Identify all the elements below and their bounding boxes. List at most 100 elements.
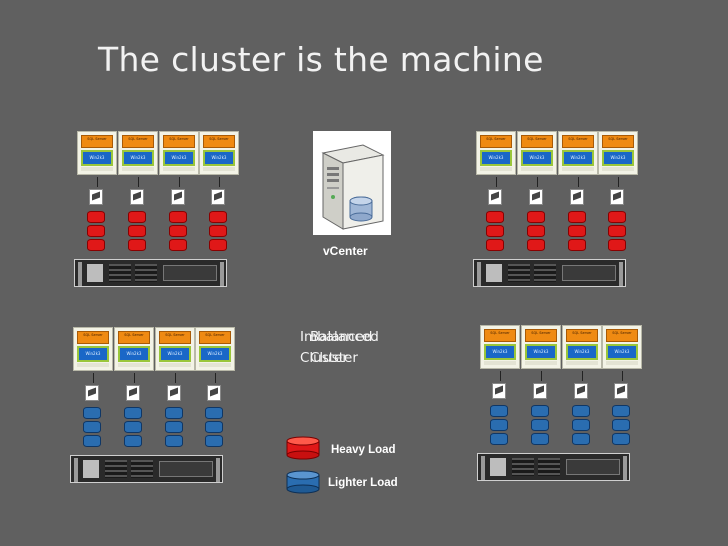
storage-disk-icon bbox=[87, 211, 105, 223]
rack-handle bbox=[623, 456, 627, 480]
heavy-load-label: Heavy Load bbox=[331, 444, 396, 456]
rack-handle bbox=[619, 262, 623, 286]
vm-slot bbox=[602, 167, 634, 171]
rack-part bbox=[490, 458, 506, 476]
vm-os-label: SQL Server bbox=[602, 135, 634, 148]
connector-line bbox=[93, 373, 94, 383]
vm-app-label: Win2k3 bbox=[159, 346, 191, 362]
vm-app-label: Win2k3 bbox=[81, 150, 113, 166]
storage-disk-icon bbox=[83, 407, 101, 419]
vm-os-label: SQL Server bbox=[81, 135, 113, 148]
vm-slot bbox=[480, 167, 512, 171]
rack-part bbox=[74, 458, 78, 482]
rack-part bbox=[534, 264, 556, 282]
rack-part bbox=[83, 460, 99, 478]
rack-part bbox=[109, 264, 131, 282]
vmdk-file-icon bbox=[574, 383, 588, 399]
storage-disk-icon bbox=[83, 435, 101, 447]
vmdk-file-icon bbox=[130, 189, 144, 205]
storage-disk-icon bbox=[568, 239, 586, 251]
storage-disk-icon bbox=[486, 225, 504, 237]
rack-part bbox=[135, 264, 157, 282]
lighter-load-label: Lighter Load bbox=[328, 477, 398, 489]
vm-app-label: Win2k3 bbox=[163, 150, 195, 166]
vm-os-label: SQL Server bbox=[77, 331, 109, 344]
vm-slot bbox=[199, 363, 231, 367]
vmdk-file-icon bbox=[126, 385, 140, 401]
rack-part bbox=[477, 262, 481, 286]
vmdk-file-icon bbox=[492, 383, 506, 399]
connector-line bbox=[537, 177, 538, 187]
storage-disk-icon bbox=[612, 419, 630, 431]
vm-app-label: Win2k3 bbox=[199, 346, 231, 362]
storage-disk-icon bbox=[608, 225, 626, 237]
storage-disk-icon bbox=[568, 225, 586, 237]
storage-disk-icon bbox=[205, 407, 223, 419]
storage-disk-icon bbox=[531, 433, 549, 445]
connector-line bbox=[622, 371, 623, 381]
vmdk-file-icon bbox=[533, 383, 547, 399]
vm-app-label: Win2k3 bbox=[484, 344, 516, 360]
connector-line bbox=[219, 177, 220, 187]
vm-slot bbox=[81, 167, 113, 171]
vm-app-label: Win2k3 bbox=[602, 150, 634, 166]
vm-os-label: SQL Server bbox=[521, 135, 553, 148]
storage-disk-icon bbox=[486, 239, 504, 251]
vm-slot bbox=[122, 167, 154, 171]
vm-slot bbox=[159, 363, 191, 367]
vm-app-label: Win2k3 bbox=[521, 150, 553, 166]
vm-slot bbox=[163, 167, 195, 171]
vmdk-file-icon bbox=[610, 189, 624, 205]
rack-part bbox=[508, 264, 530, 282]
vm-slot bbox=[562, 167, 594, 171]
connector-line bbox=[618, 177, 619, 187]
vm-os-label: SQL Server bbox=[163, 135, 195, 148]
storage-disk-icon bbox=[608, 239, 626, 251]
rack-panel bbox=[566, 459, 620, 475]
vm-os-label: SQL Server bbox=[122, 135, 154, 148]
vcenter-label: vCenter bbox=[323, 244, 368, 258]
storage-disk-icon bbox=[490, 405, 508, 417]
connector-line bbox=[138, 177, 139, 187]
vm-os-label: SQL Server bbox=[566, 329, 598, 342]
storage-disk-icon bbox=[486, 211, 504, 223]
storage-disk-icon bbox=[527, 225, 545, 237]
vm-os-label: SQL Server bbox=[606, 329, 638, 342]
vm-os-label: SQL Server bbox=[484, 329, 516, 342]
heavy-load-swatch bbox=[286, 436, 320, 460]
vm-app-label: Win2k3 bbox=[606, 344, 638, 360]
rack-part bbox=[87, 264, 103, 282]
vm-os-label: SQL Server bbox=[199, 331, 231, 344]
storage-disk-icon bbox=[572, 433, 590, 445]
vm-slot bbox=[606, 361, 638, 365]
connector-line bbox=[496, 177, 497, 187]
vm-slot bbox=[118, 363, 150, 367]
connector-line bbox=[578, 177, 579, 187]
rack-server-icon bbox=[473, 259, 626, 287]
rack-server-icon bbox=[477, 453, 630, 481]
vmdk-file-icon bbox=[167, 385, 181, 401]
storage-disk-icon bbox=[209, 211, 227, 223]
rack-part bbox=[131, 460, 153, 478]
storage-disk-icon bbox=[165, 421, 183, 433]
rack-panel bbox=[159, 461, 213, 477]
slide-title: The cluster is the machine bbox=[98, 40, 544, 79]
storage-disk-icon bbox=[527, 239, 545, 251]
storage-disk-icon bbox=[531, 405, 549, 417]
rack-panel bbox=[562, 265, 616, 281]
connector-line bbox=[582, 371, 583, 381]
storage-disk-icon bbox=[612, 433, 630, 445]
storage-disk-icon bbox=[169, 239, 187, 251]
storage-disk-icon bbox=[169, 211, 187, 223]
